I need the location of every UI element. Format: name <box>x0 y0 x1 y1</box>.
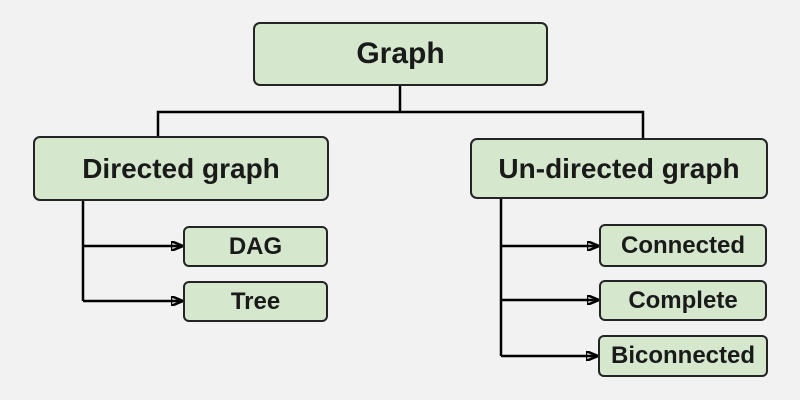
node-biconnected-label: Biconnected <box>610 342 756 369</box>
edge-graph-children <box>156 86 645 138</box>
node-connected: Connected <box>599 224 767 267</box>
node-dag-label: DAG <box>228 232 283 260</box>
node-graph-label: Graph <box>356 37 445 70</box>
node-complete-label: Complete <box>628 286 738 314</box>
node-directed-graph-label: Directed graph <box>82 152 280 184</box>
node-undirected-graph: Un-directed graph <box>470 138 768 199</box>
node-biconnected: Biconnected <box>598 335 768 377</box>
node-directed-graph: Directed graph <box>33 136 329 201</box>
node-connected-label: Connected <box>620 231 745 259</box>
node-undirected-graph-label: Un-directed graph <box>498 152 740 184</box>
node-tree: Tree <box>183 281 328 322</box>
node-dag: DAG <box>183 226 328 267</box>
node-tree-label: Tree <box>230 287 281 315</box>
node-complete: Complete <box>599 280 767 321</box>
node-graph: Graph <box>253 22 548 86</box>
